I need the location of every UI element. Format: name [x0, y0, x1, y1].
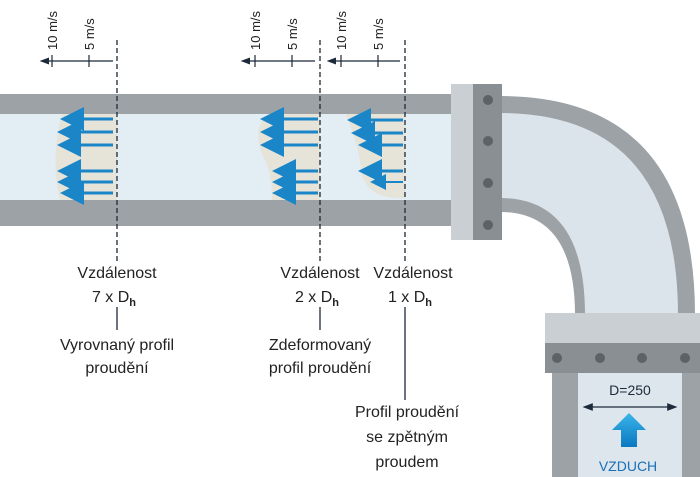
- axis-tick-label: 10 m/s: [248, 10, 263, 50]
- axis-tick-label: 5 m/s: [285, 18, 300, 50]
- profile-description: profil proudění: [269, 360, 372, 377]
- axis-tick-label: 10 m/s: [334, 10, 349, 50]
- distance-value: 7 x Dh: [92, 289, 136, 309]
- distance-value: 1 x Dh: [388, 289, 432, 309]
- distance-value: 2 x Dh: [295, 289, 339, 309]
- profile-description: Profil proudění: [355, 404, 460, 421]
- profile-description: proudění: [85, 360, 149, 377]
- profile-description: Vyrovnaný profil: [60, 337, 174, 354]
- profile-description: se zpětným: [366, 429, 448, 446]
- distance-label: Vzdálenost: [373, 265, 453, 282]
- velocity-axis-2: [240, 55, 315, 67]
- axis-tick-label: 5 m/s: [371, 18, 386, 50]
- profile-description: Zdeformovaný: [269, 337, 371, 354]
- flow-profile-1dh: [346, 108, 405, 199]
- airflow-up-arrow-icon: [612, 413, 646, 447]
- axis-tick-label: 5 m/s: [82, 18, 97, 50]
- axis-tick-label: 10 m/s: [45, 10, 60, 50]
- velocity-axis-1: [39, 55, 113, 67]
- distance-label: Vzdálenost: [77, 265, 157, 282]
- diameter-label: D=250: [609, 382, 651, 398]
- velocity-axis-3: [326, 55, 400, 67]
- air-label: VZDUCH: [599, 458, 657, 474]
- distance-label: Vzdálenost: [280, 265, 360, 282]
- duct-flange: [451, 84, 502, 240]
- flow-profile-2dh: [258, 107, 320, 205]
- flow-profile-7dh: [55, 107, 117, 205]
- duct-elbow: [500, 96, 695, 315]
- vertical-duct: [545, 313, 700, 477]
- profile-description: proudem: [375, 454, 438, 471]
- measurement-lines: [116, 40, 406, 262]
